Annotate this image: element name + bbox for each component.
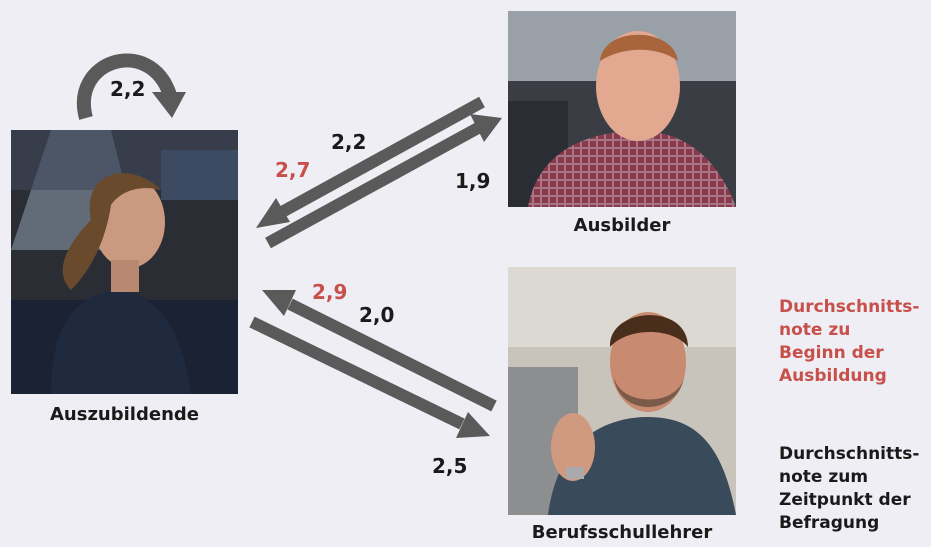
legend-initial-line: Beginn der <box>779 343 884 363</box>
self-loop-arrow <box>77 53 186 120</box>
value-self: 2,2 <box>110 77 146 101</box>
legend-current: Durchschnitts- note zum Zeitpunkt der Be… <box>779 443 929 535</box>
legend-current-line: note zum <box>779 467 869 487</box>
legend-initial-line: Durchschnitts- <box>779 297 920 317</box>
legend-current-line: Befragung <box>779 513 880 533</box>
legend-initial: Durchschnitts- note zu Beginn der Ausbil… <box>779 296 929 388</box>
legend-current-line: Durchschnitts- <box>779 444 920 464</box>
value-to-teacher-initial: 2,9 <box>312 280 348 304</box>
value-from-trainer: 1,9 <box>455 169 491 193</box>
value-from-teacher: 2,5 <box>432 454 468 478</box>
legend-initial-line: Ausbildung <box>779 366 887 386</box>
value-to-trainer-initial: 2,7 <box>275 158 311 182</box>
arrow-trainee-to-teacher <box>249 316 490 438</box>
arrow-teacher-to-trainee <box>262 290 497 412</box>
trainee-photo <box>11 130 238 394</box>
value-to-teacher-current: 2,0 <box>359 303 395 327</box>
value-to-trainer-current: 2,2 <box>331 130 367 154</box>
trainee-caption: Auszubildende <box>50 404 199 425</box>
legend-initial-line: note zu <box>779 320 851 340</box>
arrow-trainee-to-trainer <box>265 114 502 249</box>
trainer-photo <box>508 11 736 207</box>
teacher-caption: Berufsschullehrer <box>531 522 713 543</box>
arrow-trainer-to-trainee <box>256 96 485 228</box>
trainer-caption: Ausbilder <box>573 215 671 236</box>
teacher-photo <box>508 267 736 515</box>
legend-current-line: Zeitpunkt der <box>779 490 911 510</box>
